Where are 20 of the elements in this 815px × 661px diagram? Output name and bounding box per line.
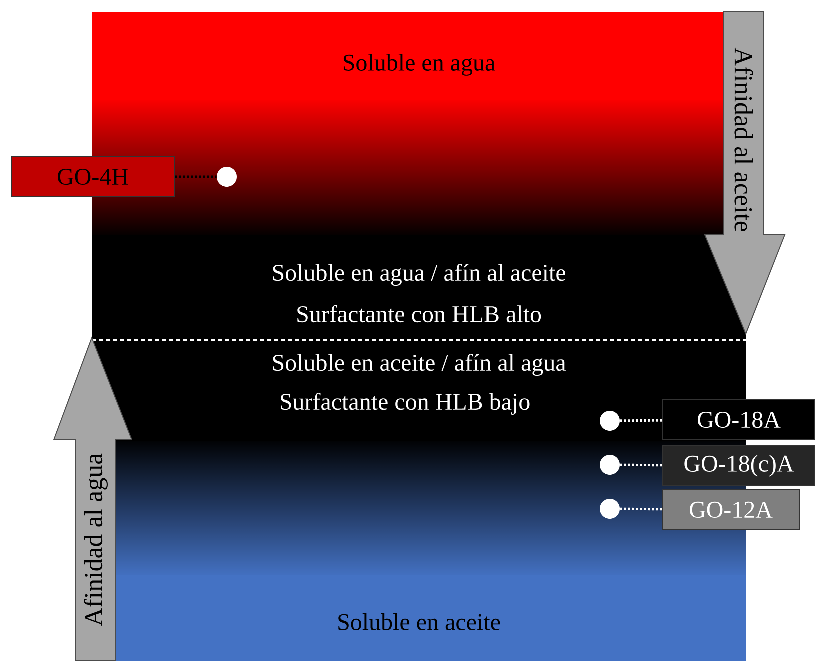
arrow-label: Afinidad al agua [84, 454, 108, 626]
arrow-label: Afinidad al aceite [734, 48, 754, 232]
sample-label: GO-18(c)A [662, 446, 815, 486]
leader-line [620, 419, 662, 422]
dot-marker [600, 499, 620, 519]
sample-label: GO-18A [662, 400, 815, 440]
leader-line [175, 176, 217, 178]
dot-marker [600, 411, 620, 431]
leader-line [620, 464, 662, 467]
region-label: Soluble en agua / afín al aceite [273, 264, 566, 286]
sample-label: GO-4H [11, 156, 175, 198]
dot-marker [217, 167, 237, 187]
leader-line [620, 508, 662, 511]
dot-marker [600, 455, 620, 475]
sample-label: GO-12A [662, 490, 800, 530]
region-label: Soluble en aceite / afín al agua [273, 354, 566, 376]
region-label: Surfactante con HLB alto [298, 305, 542, 323]
region-label: Soluble en agua [344, 54, 496, 76]
region-label: Surfactante con HLB bajo [280, 393, 530, 415]
region-label: Soluble en aceite [338, 614, 500, 630]
